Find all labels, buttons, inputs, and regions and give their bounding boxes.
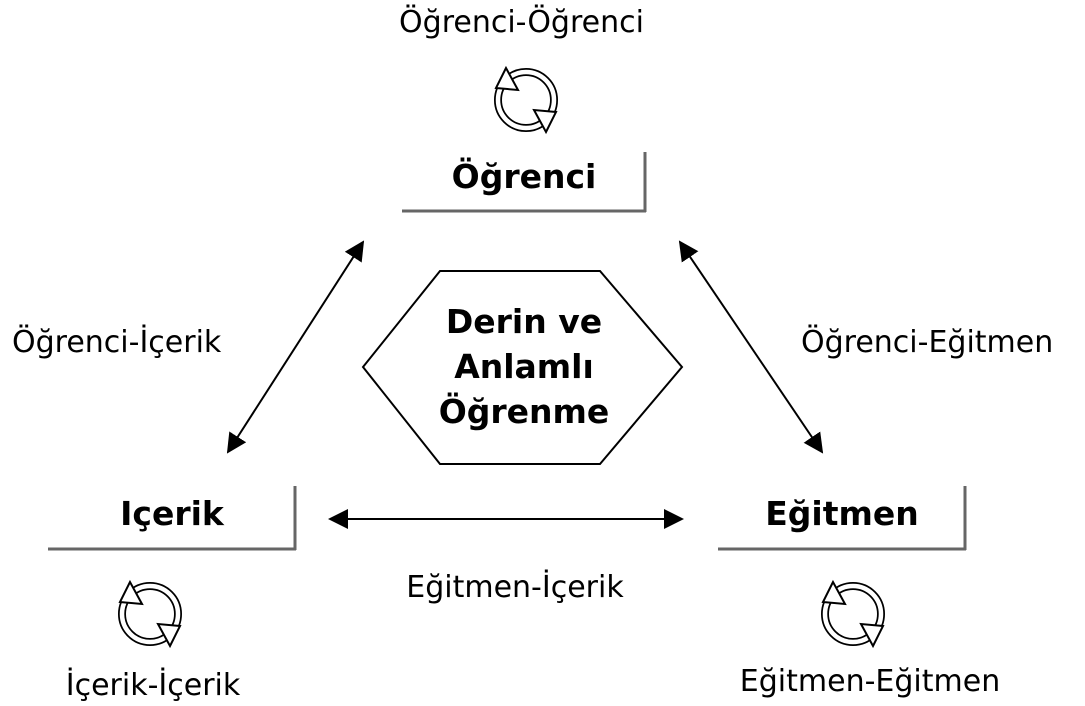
node-label-egitmen: Eğitmen: [765, 494, 919, 533]
refresh-cycle-icon-top: [496, 68, 556, 132]
relation-label-ogrenci-ogrenci: Öğrenci-Öğrenci: [399, 5, 644, 40]
arrow-ogrenci-egitmen: [678, 240, 824, 454]
relation-label-icerik-icerik: İçerik-İçerik: [65, 668, 241, 703]
node-label-ogrenci: Öğrenci: [451, 157, 597, 196]
node-box-egitmen: [718, 486, 967, 551]
center-label-line-2: Anlamlı: [454, 347, 594, 386]
center-label-line-1: Derin ve: [445, 302, 603, 341]
node-label-icerik: Içerik: [120, 494, 224, 533]
arrow-ogrenci-icerik: [226, 240, 365, 454]
center-label: Derin ve Anlamlı Öğrenme: [424, 299, 624, 434]
relation-label-ogrenci-egitmen: Öğrenci-Eğitmen: [801, 325, 1054, 360]
center-label-line-3: Öğrenme: [438, 392, 610, 431]
relation-label-ogrenci-icerik: Öğrenci-İçerik: [12, 325, 222, 360]
node-box-ogrenci: [402, 152, 647, 213]
relation-label-egitmen-egitmen: Eğitmen-Eğitmen: [739, 664, 1001, 699]
relation-label-egitmen-icerik: Eğitmen-İçerik: [406, 570, 624, 605]
node-box-icerik: [48, 486, 297, 551]
